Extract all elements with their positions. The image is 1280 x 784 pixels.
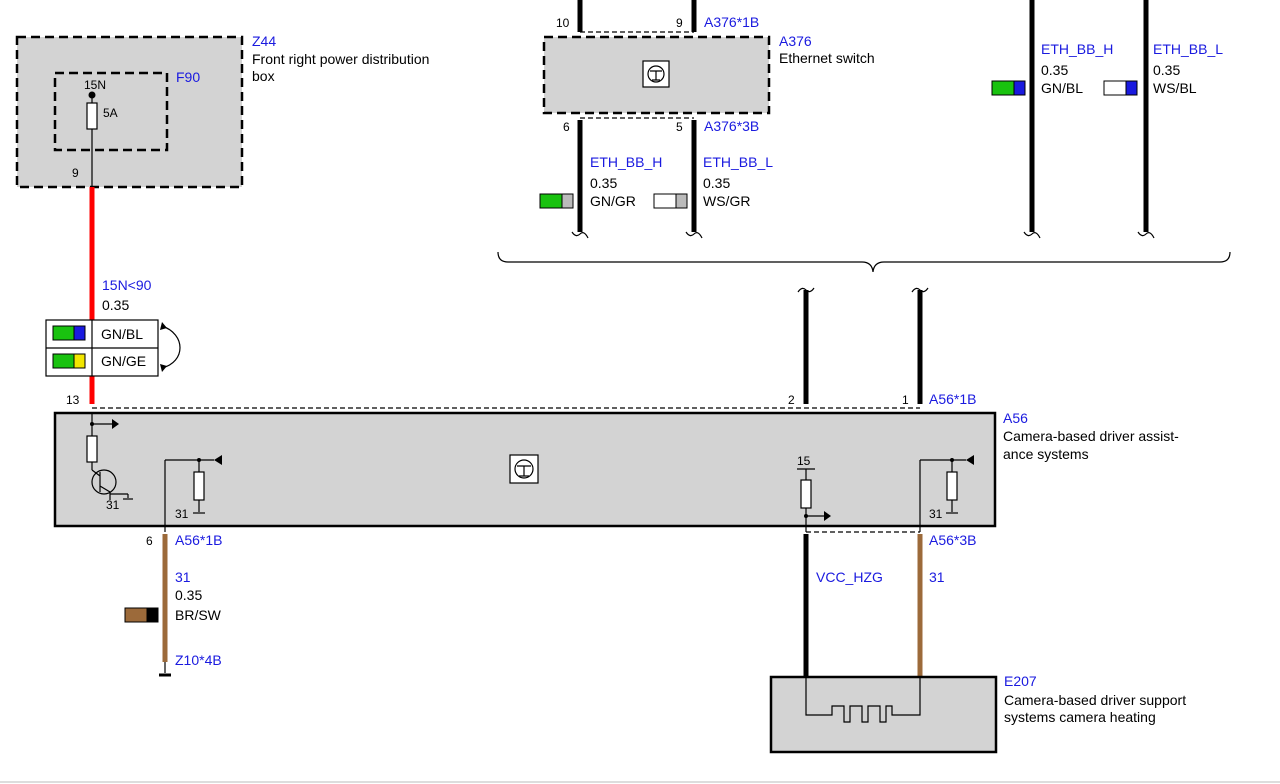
ground-wire-color: BR/SW: [175, 607, 222, 623]
a376-wire-l-swatch-stripe: [675, 193, 688, 209]
heating-element-icon: [805, 677, 921, 723]
fuse-icon: [86, 102, 98, 130]
ground-point-id: Z10*4B: [175, 652, 222, 668]
ecu-symbol-icon: [514, 459, 534, 479]
ground-wire-swatch-stripe: [146, 607, 159, 623]
fuse-rating: 5A: [103, 106, 118, 120]
a376-wire-l-color: WS/GR: [703, 193, 750, 209]
a376-wire-h-size: 0.35: [590, 175, 617, 191]
a56-pin-eth-1: 1: [902, 393, 909, 407]
top-right-wire-l-size: 0.35: [1153, 62, 1180, 78]
a56-id: A56: [1003, 410, 1028, 426]
power-wire-color-option-1: GN/BL: [101, 326, 143, 342]
top-right-wire-l-signal: ETH_BB_L: [1153, 41, 1223, 57]
a56-name-line1: Camera-based driver assist-: [1003, 428, 1179, 444]
a376-wire-l-signal: ETH_BB_L: [703, 154, 773, 170]
wire-group-brace: [497, 251, 1231, 273]
power-wire-signal: 15N<90: [102, 277, 152, 293]
transistor-icon: [91, 469, 117, 495]
top-right-wire-l-swatch-stripe: [1125, 80, 1138, 96]
heater-ground-signal: 31: [929, 569, 945, 585]
top-right-wire-h-signal: ETH_BB_H: [1041, 41, 1113, 57]
z44-name-line1: Front right power distribution: [252, 51, 429, 67]
e207-id: E207: [1004, 673, 1037, 689]
a376-wire-l-size: 0.35: [703, 175, 730, 191]
a376-connector-top: A376*1B: [704, 14, 759, 30]
z44-power-distribution-box[interactable]: [15, 35, 244, 189]
a56-eth-wires[interactable]: [797, 287, 929, 404]
a376-wire-h-color: GN/GR: [590, 193, 636, 209]
a376-pin-bottom-left: 6: [563, 120, 570, 134]
a56-heater-supply-label: 15: [797, 454, 811, 468]
a376-wire-h-swatch-stripe: [561, 193, 574, 209]
power-wire-color-option-2: GN/GE: [101, 353, 146, 369]
a56-input-circuit: [86, 413, 133, 500]
top-right-wire-l-color: WS/BL: [1153, 80, 1197, 96]
heater-supply-signal: VCC_HZG: [816, 569, 883, 585]
e207-name-line2: systems camera heating: [1004, 709, 1156, 725]
z44-id: Z44: [252, 33, 276, 49]
e207-name-line1: Camera-based driver support: [1004, 692, 1186, 708]
a56-heater-supply-circuit: [797, 468, 831, 532]
a376-pin-bottom-right: 5: [676, 120, 683, 134]
f90-id: F90: [176, 69, 200, 85]
a376-wire-h-signal: ETH_BB_H: [590, 154, 662, 170]
a56-ground-label-right: 31: [929, 507, 943, 521]
a376-eth-wires[interactable]: [571, 120, 703, 239]
e207-camera-heating[interactable]: [769, 675, 998, 754]
z44-pin: 9: [72, 166, 79, 180]
a56-pin-eth-2: 2: [788, 393, 795, 407]
a376-ethernet-switch[interactable]: [542, 0, 771, 119]
top-right-wire-h-swatch-stripe: [1013, 80, 1026, 96]
a376-pin-top-right: 9: [676, 16, 683, 30]
heater-wires[interactable]: [803, 534, 923, 677]
top-right-wire-h-color: GN/BL: [1041, 80, 1083, 96]
top-right-wire-h-size: 0.35: [1041, 62, 1068, 78]
a56-transistor-ground-label: 31: [106, 498, 120, 512]
ecu-symbol-icon: [647, 65, 665, 83]
a376-id: A376: [779, 33, 812, 49]
power-wire-color-options: [45, 319, 181, 377]
a56-camera-module[interactable]: [53, 407, 997, 533]
power-wire-size: 0.35: [102, 297, 129, 313]
ground-wire-size: 0.35: [175, 587, 202, 603]
fuse-terminal-label: 15N: [84, 78, 106, 92]
z44-name-line2: box: [252, 68, 275, 84]
a376-name: Ethernet switch: [779, 50, 875, 66]
a376-pin-top-left: 10: [556, 16, 570, 30]
top-right-eth-wires[interactable]: [1023, 0, 1155, 239]
ground-wire-signal: 31: [175, 569, 191, 585]
a56-ground-label-left: 31: [175, 507, 189, 521]
a56-connector-1b-top: A56*1B: [929, 391, 976, 407]
a376-connector-bottom: A376*3B: [704, 118, 759, 134]
a56-pin-bottom-left: 6: [146, 534, 153, 548]
a56-right-ground-circuit: [919, 455, 974, 532]
a56-pin-top-left: 13: [66, 393, 80, 407]
a56-connector-1b-bottom: A56*1B: [175, 532, 222, 548]
a56-connector-3b: A56*3B: [929, 532, 976, 548]
a56-name-line2: ance systems: [1003, 446, 1089, 462]
a56-ground-circuit: [164, 455, 222, 532]
